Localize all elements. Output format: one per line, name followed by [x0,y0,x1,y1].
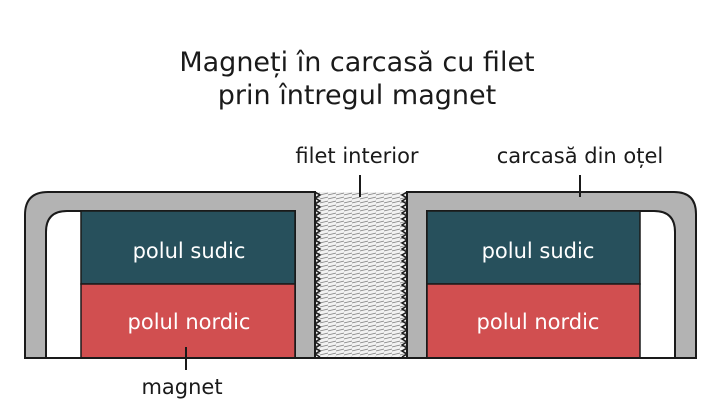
south-pole-left [80,210,296,285]
north-pole-left-label: polul nordic [128,310,251,334]
magnet-label: magnet [141,375,222,399]
south-pole-right-label: polul sudic [482,239,595,263]
title-line-1: Magneți în carcasă cu filet [179,47,535,78]
south-pole-right [426,210,641,285]
housing-label: carcasă din oțel [497,144,663,168]
housing-right [406,191,697,359]
north-pole-right [426,283,641,359]
south-pole-left-label: polul sudic [133,239,246,263]
title-line-2: prin întregul magnet [217,80,497,111]
thread-label: filet interior [295,144,419,168]
diagram-title: Magneți în carcasă cu filet prin întregu… [0,46,714,112]
north-pole-right-label: polul nordic [477,310,600,334]
